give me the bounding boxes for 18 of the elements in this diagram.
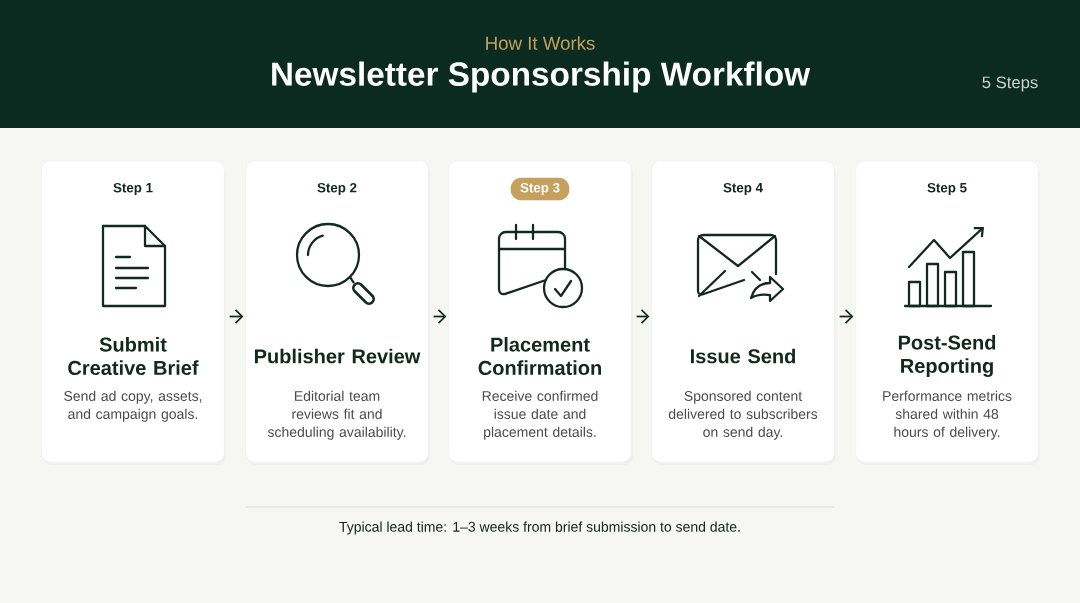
step-description: Receive confirmed issue date and placement details. [482,390,598,440]
step-title: Publisher Review [255,348,421,364]
footnote: Typical lead time: 1–3 weeks from brief submission to send date. [339,521,740,535]
step-title: Post-Send Reporting [898,334,996,378]
step-description: Sponsored content delivered to subscribers on send day. [668,390,818,440]
title: Newsletter Sponsorship Workflow [272,61,811,93]
step-count: 5 Steps [982,76,1038,92]
step-title: Issue Send [691,348,796,364]
step-label: Step 1 [113,182,153,196]
step-description: Editorial team reviews fit and scheduling availability. [267,390,406,440]
step-title: Placement Confirmation [478,337,601,375]
step-label: Step 2 [317,182,357,196]
step-label: Step 4 [723,182,763,196]
kicker: How It Works [486,36,595,50]
step-description: Performance metrics shared within 48 hours of delivery. [883,390,1012,440]
step-label: Step 5 [927,182,967,196]
step-title: Submit Creative Brief [68,337,199,375]
step-description: Send ad copy, assets, and campaign goals. [64,390,202,422]
